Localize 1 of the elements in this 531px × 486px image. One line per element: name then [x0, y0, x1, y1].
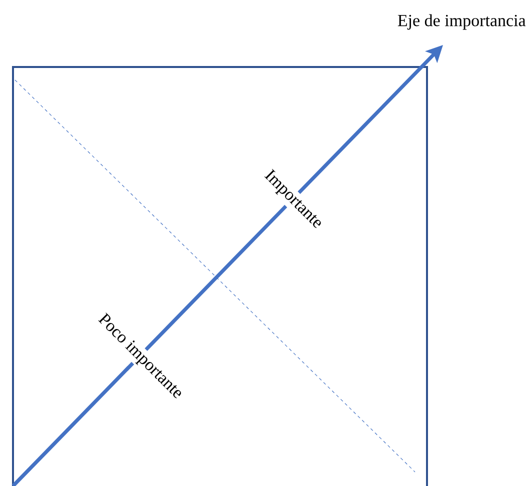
axis-label: Eje de importancia	[398, 14, 526, 30]
